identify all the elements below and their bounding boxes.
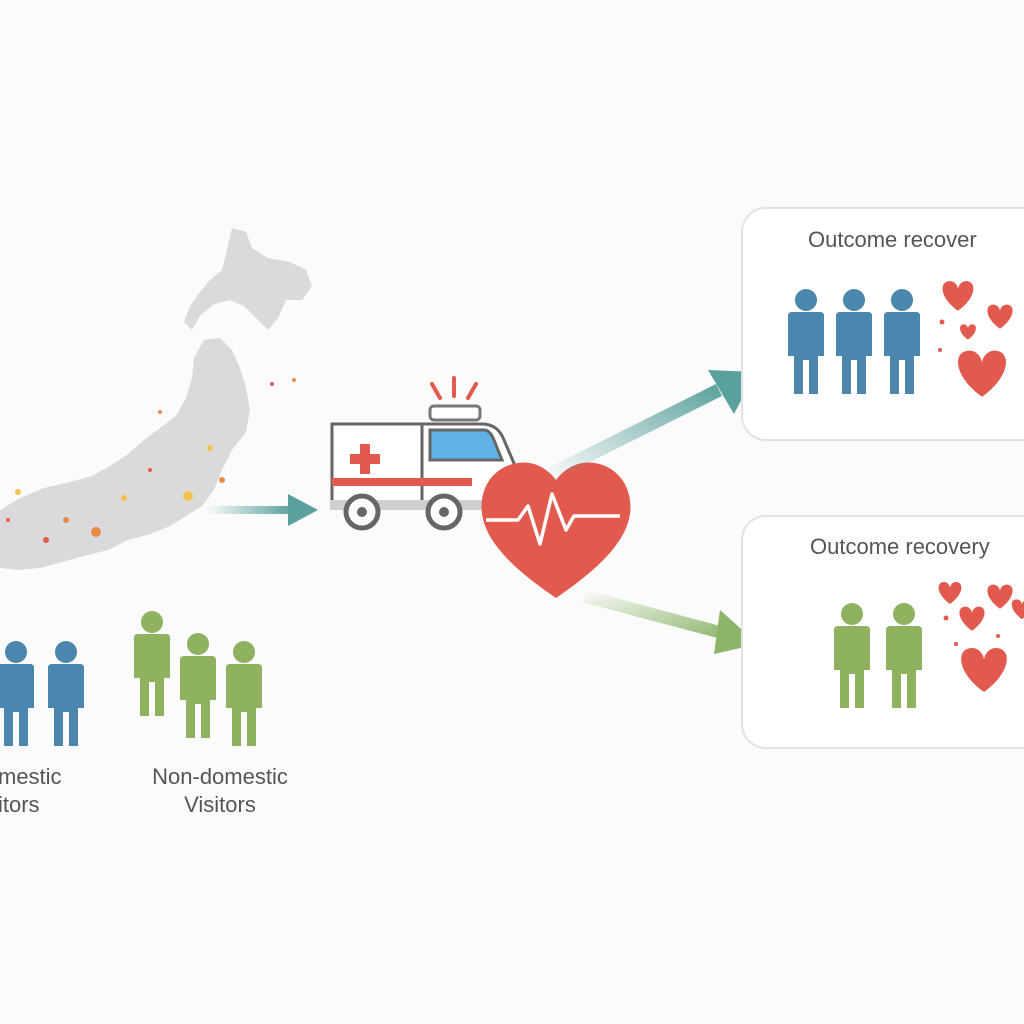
arrow-to-top-outcome xyxy=(548,370,756,480)
map-dot xyxy=(121,495,127,501)
person-icon xyxy=(226,641,262,746)
person-icon xyxy=(180,633,216,738)
map-dot xyxy=(292,378,296,382)
map-dot xyxy=(15,489,21,495)
arrow-to-ambulance xyxy=(206,494,318,526)
map-dot xyxy=(63,517,69,523)
domestic-visitors-group: mestic itors xyxy=(0,641,84,817)
map-dot xyxy=(270,382,274,386)
person-icon xyxy=(0,641,34,746)
domestic-label-line1: mestic xyxy=(0,764,62,789)
outcome-title-top: Outcome recover xyxy=(808,227,977,252)
ambulance-icon xyxy=(330,376,520,531)
person-icon xyxy=(48,641,84,746)
non-domestic-label-line1: Non-domestic xyxy=(152,764,288,789)
map-dot xyxy=(158,410,162,414)
person-icon xyxy=(134,611,170,716)
map-dot xyxy=(148,468,152,472)
outcome-title-bottom: Outcome recovery xyxy=(810,534,990,559)
non-domestic-label-line2: Visitors xyxy=(184,792,256,817)
outcome-card-bottom: Outcome recovery xyxy=(741,515,1024,749)
map-dot xyxy=(207,445,213,451)
arrow-to-bottom-outcome xyxy=(582,590,758,654)
outcome-card-top: Outcome recover xyxy=(741,207,1024,441)
map-dot xyxy=(43,537,49,543)
domestic-label-line2: itors xyxy=(0,792,40,817)
map-dot xyxy=(6,518,10,522)
map-dot xyxy=(183,491,193,501)
heartbeat-heart-icon xyxy=(481,462,631,598)
japan-map-icon xyxy=(0,228,312,570)
map-dot xyxy=(219,477,225,483)
map-dot xyxy=(91,527,101,537)
siren-icon xyxy=(430,376,478,400)
non-domestic-visitors-group: Non-domestic Visitors xyxy=(134,611,288,817)
